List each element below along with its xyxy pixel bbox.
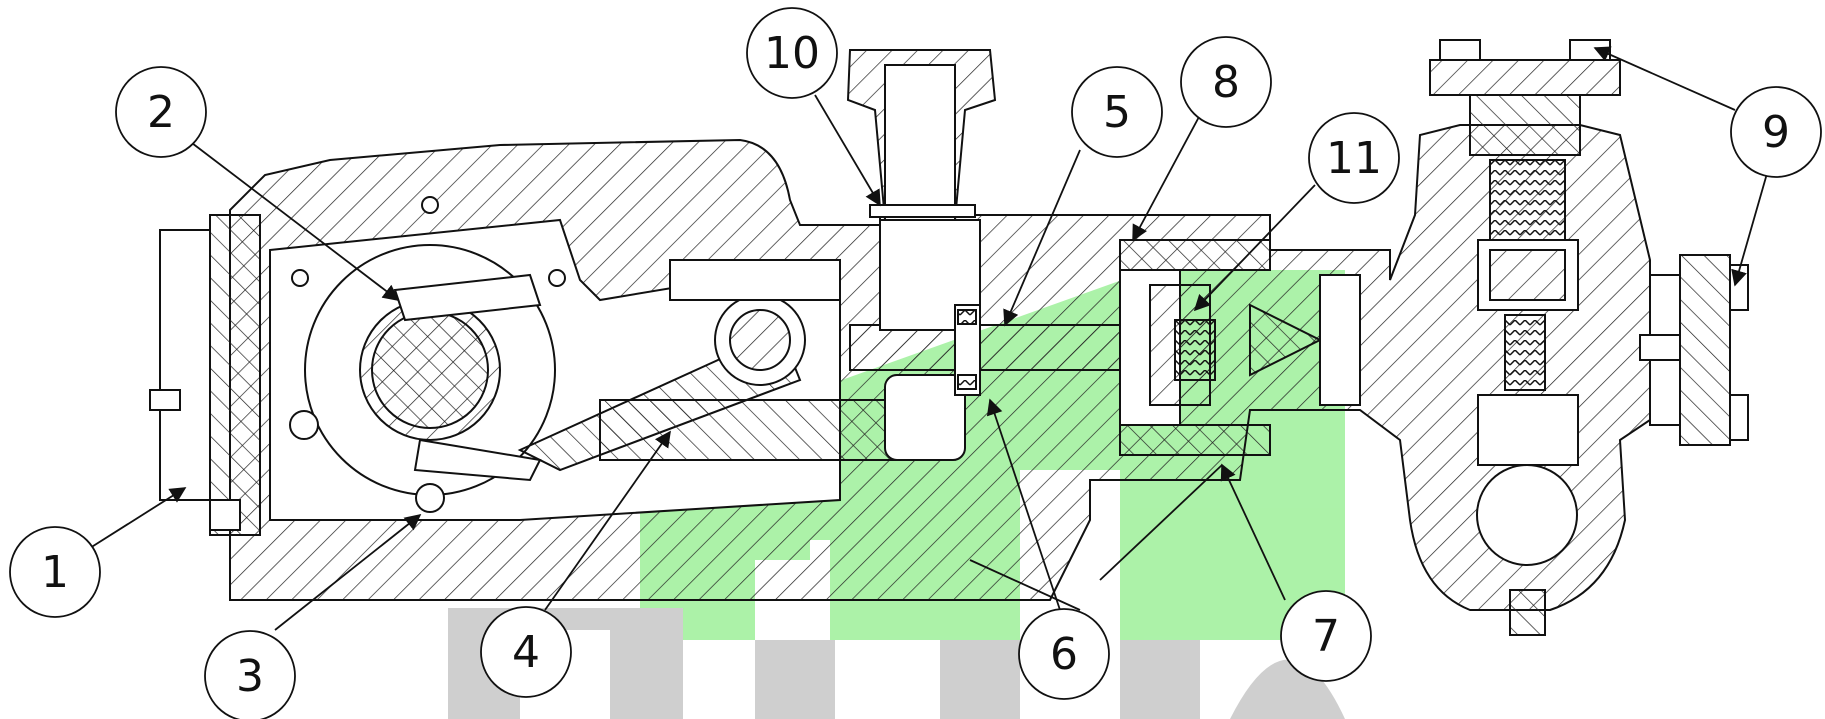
svg-text:6: 6 (1050, 629, 1078, 680)
callout-6: 6 (1018, 608, 1110, 700)
svg-text:3: 3 (236, 651, 264, 702)
callout-3: 3 (204, 630, 296, 719)
leader-2 (187, 139, 400, 301)
leader-9a (1593, 46, 1736, 111)
callout-9: 9 (1730, 86, 1822, 178)
leader-1 (89, 487, 187, 549)
svg-text:11: 11 (1326, 133, 1382, 184)
leader-6b (969, 559, 1081, 611)
callout-2: 2 (115, 66, 207, 158)
callouts: 1 2 3 4 5 6 7 8 (9, 7, 1822, 719)
callout-8: 8 (1180, 36, 1272, 128)
leader-3 (274, 513, 422, 631)
svg-text:8: 8 (1212, 57, 1240, 108)
callout-11: 11 (1308, 112, 1400, 204)
leader-8 (1132, 114, 1201, 242)
leader-7a (1220, 463, 1286, 601)
callout-1: 1 (9, 526, 101, 618)
callout-10: 10 (746, 7, 838, 99)
callout-7: 7 (1280, 590, 1372, 682)
svg-text:5: 5 (1103, 87, 1131, 138)
leader-6a (986, 398, 1061, 611)
svg-text:1: 1 (41, 547, 69, 598)
pump-housing (149, 39, 1749, 636)
leader-4 (544, 430, 671, 611)
svg-text:2: 2 (147, 87, 175, 138)
leader-7b (1099, 464, 1223, 581)
leader-10 (814, 94, 881, 207)
leader-lines (89, 46, 1769, 631)
leader-11 (1193, 184, 1316, 312)
leader-9b (1731, 169, 1769, 287)
svg-text:10: 10 (764, 28, 820, 79)
svg-text:9: 9 (1762, 107, 1790, 158)
callout-5: 5 (1071, 66, 1163, 158)
callout-4: 4 (480, 606, 572, 698)
leader-5 (1003, 149, 1081, 327)
svg-text:4: 4 (512, 627, 540, 678)
svg-text:7: 7 (1312, 611, 1340, 662)
